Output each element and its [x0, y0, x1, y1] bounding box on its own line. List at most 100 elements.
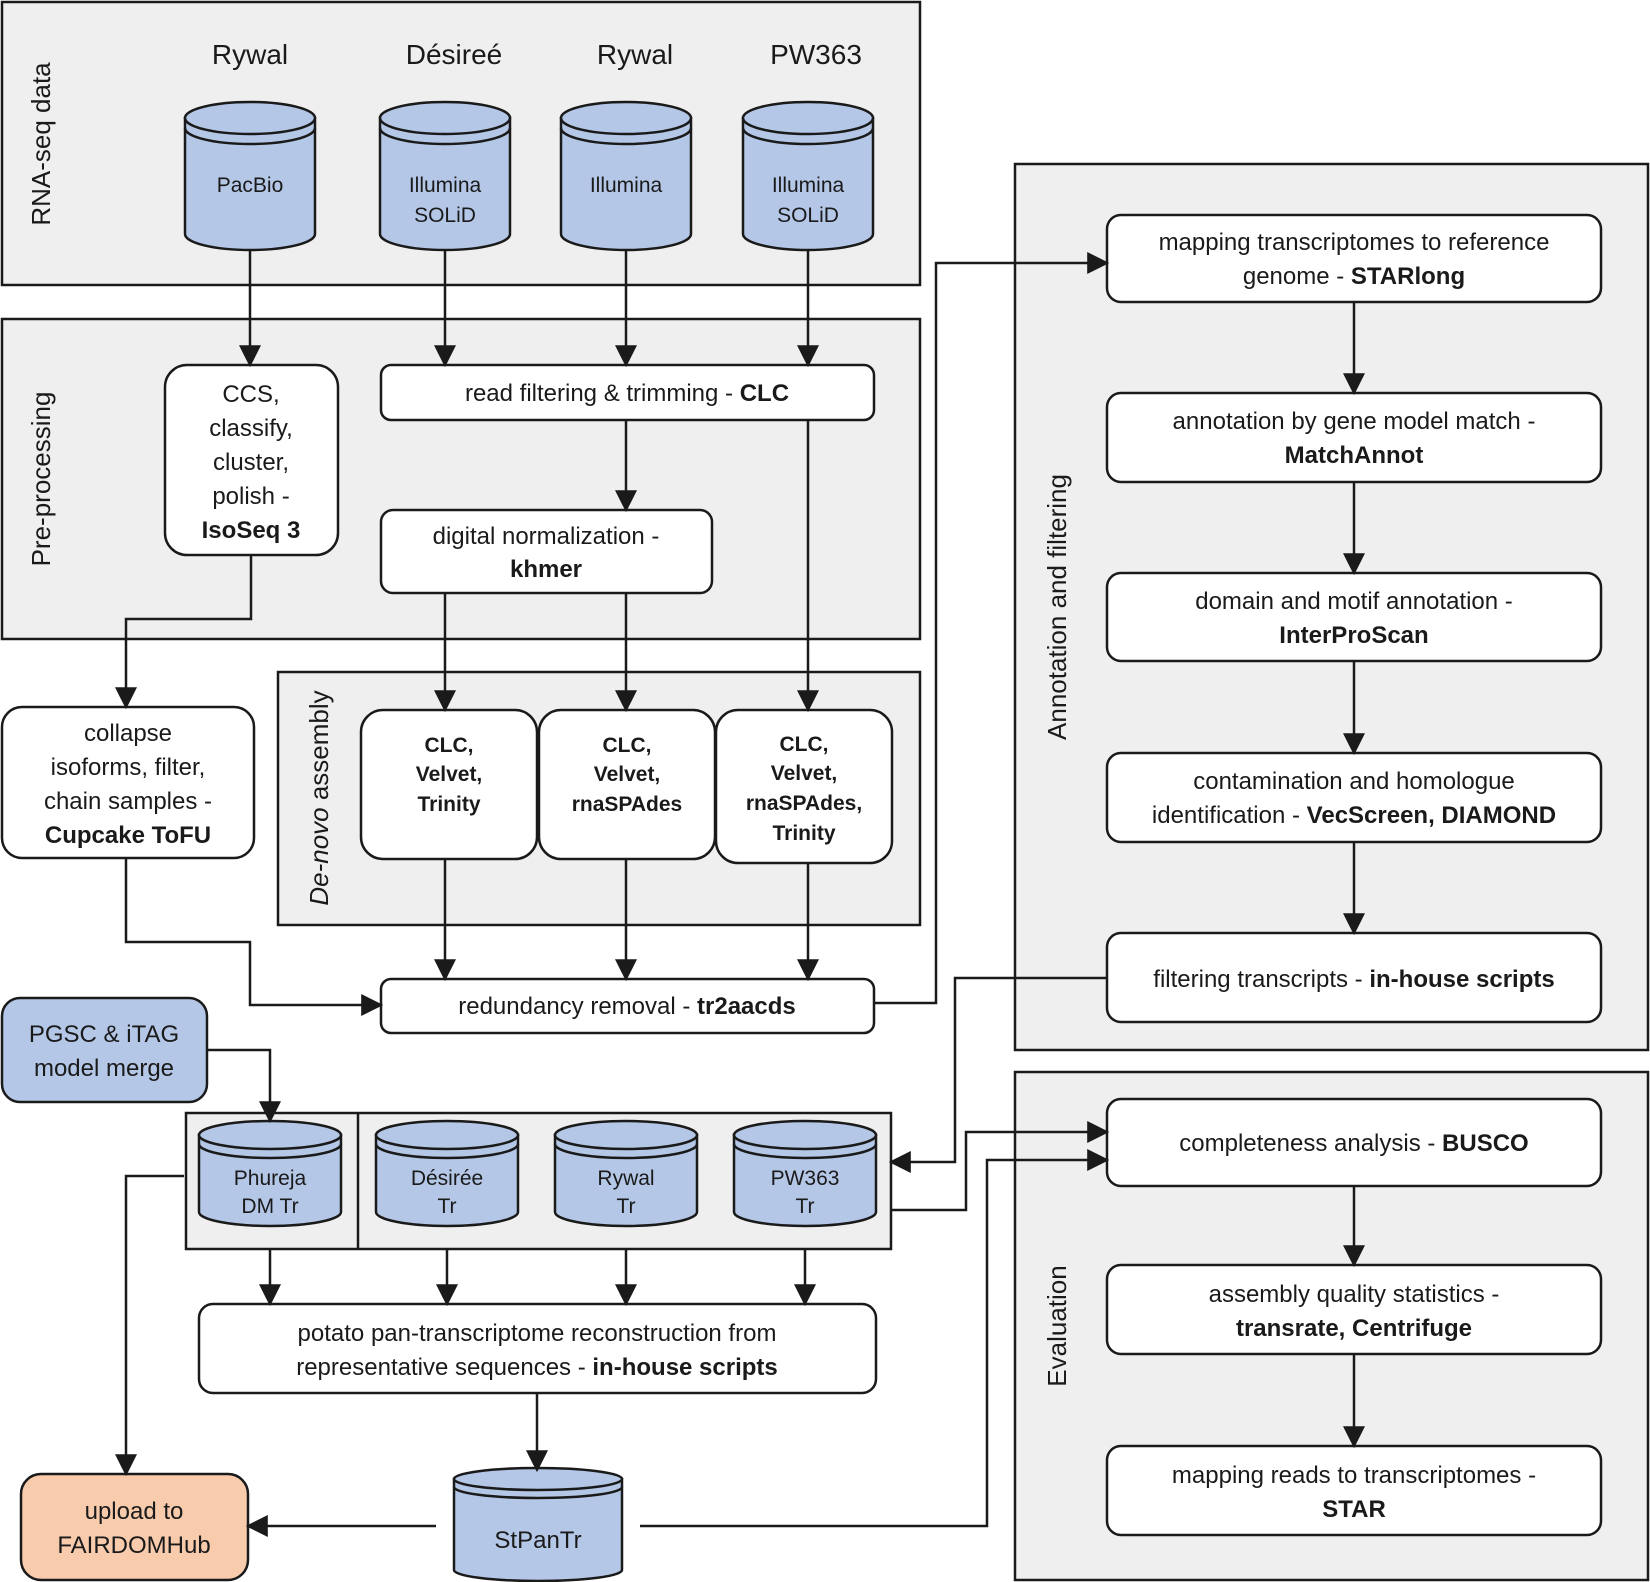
transcriptome-phureja: Phureja DM Tr	[197, 1119, 343, 1228]
svg-text:transrate, Centrifuge: transrate, Centrifuge	[1236, 1315, 1472, 1342]
upload-fairdomhub-box: upload to FAIRDOMHub	[19, 1472, 250, 1582]
svg-text:rnaSPAdes,: rnaSPAdes,	[746, 792, 862, 815]
stpantr-database: StPanTr	[452, 1466, 624, 1582]
svg-text:Cupcake ToFU: Cupcake ToFU	[45, 822, 211, 849]
edge	[115, 555, 253, 710]
annotation-step-filtering: filtering transcripts - in-house scripts	[1105, 931, 1603, 1024]
svg-text:assembly quality statistics -: assembly quality statistics -	[1209, 1281, 1500, 1308]
svg-text:digital normalization -: digital normalization -	[433, 523, 660, 550]
panel-label-denovo: De-novo assembly	[304, 690, 334, 905]
edges	[115, 250, 1365, 1537]
source-platform-label: SOLiD	[414, 204, 476, 227]
database-icon	[378, 116, 512, 252]
source-platform-label: Illumina	[409, 174, 482, 197]
svg-text:Velvet,: Velvet,	[771, 762, 838, 785]
svg-text:collapse: collapse	[84, 720, 172, 747]
svg-text:representative sequences - in-: representative sequences - in-house scri…	[296, 1354, 778, 1381]
svg-text:IsoSeq 3: IsoSeq 3	[202, 517, 301, 544]
database-icon	[183, 116, 317, 252]
source-desiree-illumina-solid: Désireé Illumina SOLiD	[378, 39, 512, 252]
svg-text:CLC,: CLC,	[780, 733, 829, 756]
svg-text:upload to: upload to	[85, 1498, 184, 1525]
svg-text:STAR: STAR	[1322, 1496, 1386, 1523]
source-cultivar-label: PW363	[770, 39, 862, 70]
pgsc-itag-box: PGSC & iTAG model merge	[0, 996, 209, 1104]
annotation-step-contamination: contamination and homologue identificati…	[1105, 751, 1603, 844]
pan-transcriptome-box: potato pan-transcriptome reconstruction …	[197, 1302, 878, 1395]
svg-text:Tr: Tr	[795, 1195, 814, 1218]
assembler-box-1: CLC, Velvet, Trinity	[359, 708, 539, 861]
svg-text:Trinity: Trinity	[772, 822, 835, 845]
svg-text:Tr: Tr	[616, 1195, 635, 1218]
svg-text:read filtering & trimming - CL: read filtering & trimming - CLC	[465, 380, 789, 407]
svg-text:mapping transcriptomes to refe: mapping transcriptomes to reference	[1159, 229, 1550, 256]
source-platform-label: SOLiD	[777, 204, 839, 227]
database-icon	[559, 116, 693, 252]
source-pw363-illumina-solid: PW363 Illumina SOLiD	[741, 39, 875, 252]
source-rywal-illumina: Rywal Illumina	[559, 39, 693, 252]
edge	[124, 858, 384, 1016]
database-icon	[741, 116, 875, 252]
database-icon	[374, 1133, 520, 1228]
svg-text:Tr: Tr	[437, 1195, 456, 1218]
assembler-box-3: CLC, Velvet, rnaSPAdes, Trinity	[714, 708, 894, 865]
svg-text:CLC,: CLC,	[603, 734, 652, 757]
svg-text:Velvet,: Velvet,	[594, 763, 661, 786]
svg-text:annotation by gene model match: annotation by gene model match -	[1173, 408, 1536, 435]
svg-text:FAIRDOMHub: FAIRDOMHub	[57, 1532, 210, 1559]
panel-label-preprocessing: Pre-processing	[26, 392, 56, 567]
svg-text:filtering transcripts - in-hou: filtering transcripts - in-house scripts	[1153, 966, 1554, 993]
redundancy-removal-box: redundancy removal - tr2aacds	[379, 977, 876, 1035]
svg-text:identification - VecScreen, DI: identification - VecScreen, DIAMOND	[1152, 802, 1556, 829]
edge	[888, 976, 1107, 1173]
source-platform-label: Illumina	[772, 174, 845, 197]
svg-text:Rywal: Rywal	[597, 1167, 654, 1190]
svg-text:contamination and homologue: contamination and homologue	[1193, 768, 1515, 795]
edge	[207, 1048, 281, 1124]
svg-text:completeness analysis - BUSCO: completeness analysis - BUSCO	[1179, 1130, 1528, 1157]
read-filtering-box: read filtering & trimming - CLC	[379, 363, 876, 422]
svg-text:potato pan-transcriptome recon: potato pan-transcriptome reconstruction …	[298, 1320, 777, 1347]
svg-text:Désirée: Désirée	[411, 1167, 483, 1190]
svg-text:isoforms, filter,: isoforms, filter,	[51, 754, 206, 781]
panel-label-rnaseq: RNA-seq data	[26, 62, 56, 226]
svg-text:InterProScan: InterProScan	[1279, 622, 1428, 649]
svg-text:CLC,: CLC,	[425, 734, 474, 757]
cupcake-box: collapse isoforms, filter, chain samples…	[0, 705, 256, 860]
edge	[640, 1149, 1110, 1528]
edge	[115, 1174, 184, 1477]
isoseq-box: CCS, classify, cluster, polish - IsoSeq …	[163, 363, 340, 557]
source-platform-label: PacBio	[217, 174, 284, 197]
svg-text:polish -: polish -	[212, 483, 289, 510]
svg-text:Phureja: Phureja	[234, 1167, 307, 1190]
database-icon	[553, 1133, 699, 1228]
transcriptome-pw363: PW363 Tr	[732, 1119, 878, 1228]
svg-text:DM Tr: DM Tr	[241, 1195, 298, 1218]
svg-text:CCS,: CCS,	[222, 381, 279, 408]
source-rywal-pacbio: Rywal PacBio	[183, 39, 317, 252]
panel-label-evaluation: Evaluation	[1042, 1265, 1072, 1386]
database-icon	[452, 1477, 624, 1582]
svg-text:domain and motif annotation -: domain and motif annotation -	[1195, 588, 1513, 615]
svg-text:PW363: PW363	[771, 1167, 840, 1190]
annotation-step-interproscan: domain and motif annotation - InterProSc…	[1105, 571, 1603, 663]
svg-text:cluster,: cluster,	[213, 449, 289, 476]
evaluation-step-busco: completeness analysis - BUSCO	[1105, 1097, 1603, 1188]
database-icon	[732, 1133, 878, 1228]
source-platform-label: Illumina	[590, 174, 663, 197]
svg-text:PGSC & iTAG: PGSC & iTAG	[29, 1021, 179, 1048]
transcriptome-rywal: Rywal Tr	[553, 1119, 699, 1228]
svg-text:rnaSPAdes: rnaSPAdes	[572, 793, 683, 816]
svg-text:chain samples -: chain samples -	[44, 788, 212, 815]
annotation-step-matchannot: annotation by gene model match - MatchAn…	[1105, 391, 1603, 484]
database-icon	[197, 1133, 343, 1228]
source-cultivar-label: Rywal	[597, 39, 673, 70]
digital-normalization-box: digital normalization - khmer	[379, 508, 714, 595]
svg-text:genome - STARlong: genome - STARlong	[1243, 263, 1465, 290]
transcriptome-desiree: Désirée Tr	[374, 1119, 520, 1228]
svg-text:Velvet,: Velvet,	[416, 763, 483, 786]
svg-text:MatchAnnot: MatchAnnot	[1285, 442, 1424, 469]
svg-text:classify,: classify,	[209, 415, 293, 442]
svg-text:mapping reads to transcriptome: mapping reads to transcriptomes -	[1172, 1462, 1536, 1489]
